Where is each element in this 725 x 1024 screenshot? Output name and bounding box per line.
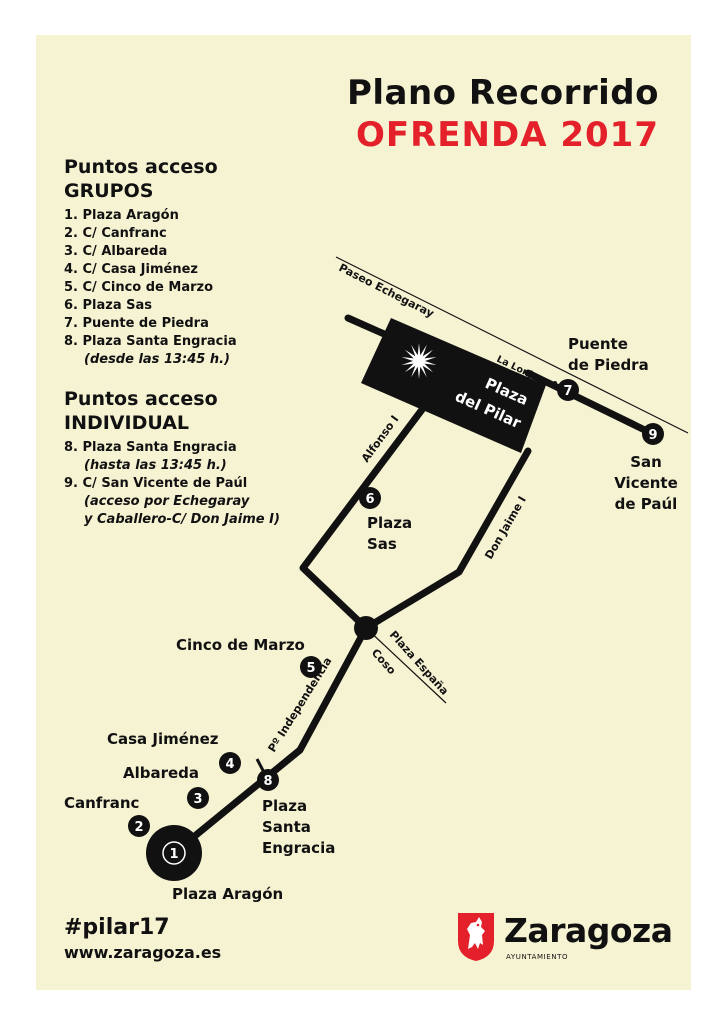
point-9-label-1: San (630, 453, 662, 471)
point-6-marker (359, 487, 381, 509)
point-7-label-2: de Piedra (568, 356, 649, 374)
street-label-alfonso: Alfonso I (359, 413, 402, 465)
route-independencia (170, 624, 370, 857)
point-7: 7 (557, 379, 579, 401)
route-path (170, 314, 657, 857)
point-2-label: Canfranc (64, 794, 139, 812)
street-paseo-echegaray (335, 256, 689, 434)
list-item: 5. C/ Cinco de Marzo (64, 280, 214, 295)
list-item-note: (desde las 13:45 h.) (84, 352, 230, 367)
street-coso (365, 627, 447, 704)
point-8: 8 (257, 769, 279, 791)
list-item: 9. C/ San Vicente de Paúl (64, 476, 248, 491)
list-item: 3. C/ Albareda (64, 244, 168, 259)
street-label-don-jaime: Don Jaime I (482, 494, 529, 562)
point-4-number: 4 (225, 757, 234, 772)
legend-groups-heading-line1: Puntos acceso (64, 156, 218, 178)
page-subtitle: OFRENDA 2017 (356, 115, 659, 155)
legend-groups-heading: Puntos acceso GRUPOS (64, 155, 237, 203)
point-5-marker (300, 656, 322, 678)
list-item: 1. Plaza Aragón (64, 208, 179, 223)
point-2: 2 (128, 815, 150, 837)
point-1-number: 1 (169, 847, 178, 862)
legend-individual-heading-line1: Puntos acceso (64, 388, 218, 410)
list-item-note: y Caballero-C/ Don Jaime I) (84, 512, 280, 527)
point-8-label-2: Santa (262, 818, 311, 836)
point-6-number: 6 (365, 492, 374, 507)
point-6-label-1: Plaza (367, 514, 412, 532)
street-label-plaza-espana: Plaza España (387, 628, 451, 697)
legend-groups-heading-line2: GRUPOS (64, 180, 154, 202)
point-9-label-3: de Paúl (615, 495, 678, 513)
list-item-note: (acceso por Echegaray (84, 494, 250, 509)
point-9-marker (642, 423, 664, 445)
point-4-label: Casa Jiménez (107, 730, 219, 748)
list-item: 8. Plaza Santa Engracia (64, 440, 237, 455)
junction-plaza-espana (354, 616, 378, 640)
point-8-label-1: Plaza (262, 797, 307, 815)
point-2-number: 2 (134, 820, 143, 835)
point-4-marker (219, 752, 241, 774)
legend-groups-list: 1. Plaza Aragón 2. C/ Canfranc 3. C/ Alb… (64, 207, 237, 369)
point-9: 9 (642, 423, 664, 445)
poster: Plano Recorrido OFRENDA 2017 Puntos acce… (36, 35, 691, 990)
point-6: 6 (359, 487, 381, 509)
hashtag: #pilar17 (64, 915, 170, 940)
point-8-number: 8 (263, 774, 272, 789)
point-6-label-2: Sas (367, 535, 397, 553)
route-map: Plaza del Pilar Paseo Echegaray La Lonja… (64, 256, 689, 903)
point-7-number: 7 (563, 384, 572, 399)
route-alfonso (299, 391, 437, 632)
logo-subtitle: AYUNTAMIENTO (506, 953, 569, 961)
list-item: 7. Puente de Piedra (64, 316, 209, 331)
list-item: 4. C/ Casa Jiménez (64, 262, 198, 277)
legend-individual: Puntos acceso INDIVIDUAL 8. Plaza Santa … (64, 387, 280, 529)
lion-shield-icon (458, 913, 494, 961)
star-icon (401, 343, 437, 379)
legend-individual-list: 8. Plaza Santa Engracia (hasta las 13:45… (64, 439, 280, 529)
list-item: 8. Plaza Santa Engracia (64, 334, 237, 349)
point-5-label: Cinco de Marzo (176, 636, 305, 654)
point-8-marker (257, 769, 279, 791)
website-link[interactable]: www.zaragoza.es (64, 943, 222, 962)
route-don-jaime (362, 447, 532, 632)
point-1-marker (162, 841, 186, 865)
route-puente (524, 369, 657, 438)
legend-individual-heading-line2: INDIVIDUAL (64, 412, 190, 434)
street-label-echegaray: Paseo Echegaray (337, 261, 436, 320)
la-lonja-dot (553, 381, 557, 385)
list-item: 6. Plaza Sas (64, 298, 153, 313)
street-label-coso: Coso (369, 646, 399, 677)
point-7-label-1: Puente (568, 335, 628, 353)
logo-name: Zaragoza (504, 911, 673, 950)
page-title: Plano Recorrido (346, 73, 659, 113)
point-9-label-2: Vicente (614, 474, 678, 492)
zaragoza-logo: Zaragoza AYUNTAMIENTO (456, 911, 676, 971)
point-3: 3 (187, 787, 209, 809)
point-3-marker (187, 787, 209, 809)
point-3-number: 3 (193, 792, 202, 807)
point-1: 1 (146, 825, 202, 881)
point-5: 5 (300, 656, 322, 678)
point-8-label-3: Engracia (262, 839, 335, 857)
point-9-number: 9 (648, 428, 657, 443)
point-5-number: 5 (306, 661, 315, 676)
point-2-marker (128, 815, 150, 837)
point-3-label: Albareda (123, 764, 199, 782)
point-7-marker (557, 379, 579, 401)
list-item: 2. C/ Canfranc (64, 226, 167, 241)
legend-individual-heading: Puntos acceso INDIVIDUAL (64, 387, 280, 435)
point-4: 4 (219, 752, 241, 774)
list-item-note: (hasta las 13:45 h.) (84, 458, 227, 473)
point-1-label: Plaza Aragón (172, 885, 283, 903)
legend-groups: Puntos acceso GRUPOS 1. Plaza Aragón 2. … (64, 155, 237, 369)
